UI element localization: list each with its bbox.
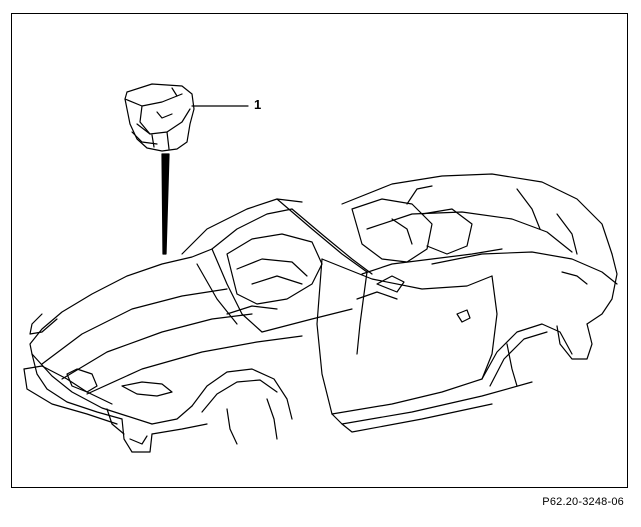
diagram-frame: 1 (11, 13, 628, 488)
callout-label-1: 1 (254, 97, 262, 112)
car-body-drawing (23, 83, 618, 453)
bracket-part-icon (124, 83, 195, 152)
installation-arrow (161, 153, 170, 255)
car-body-outline (23, 173, 618, 453)
figure-id: P62.20-3248-06 (542, 496, 624, 508)
